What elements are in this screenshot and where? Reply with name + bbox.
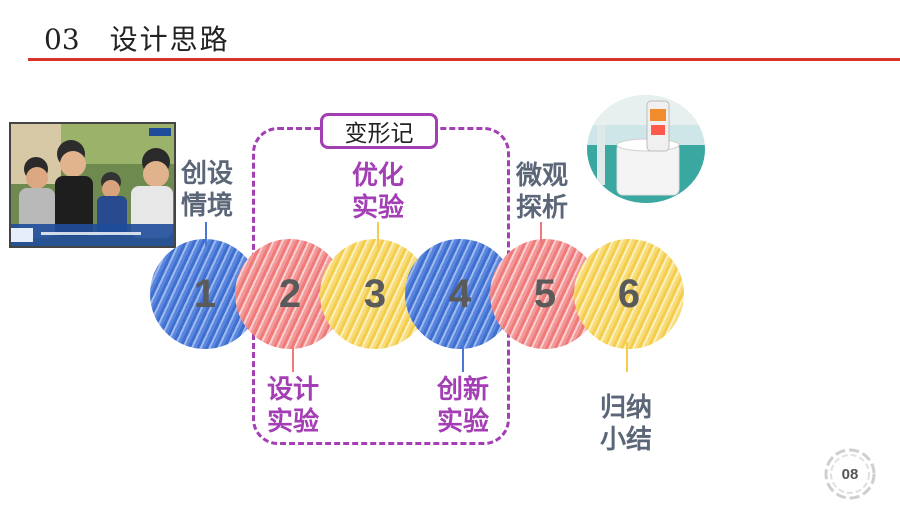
students-photo	[9, 122, 176, 248]
page-number: 08	[841, 465, 859, 483]
connector-1	[205, 222, 207, 246]
step-label-line: 创设	[180, 159, 233, 189]
connector-2	[292, 342, 294, 372]
page-number-badge: 08	[820, 446, 880, 502]
step-label-line: 实验	[266, 407, 319, 437]
step-label-2: 设计 实验	[258, 374, 328, 438]
step-number: 6	[617, 271, 641, 316]
step-label-line: 探析	[515, 193, 568, 223]
step-label-line: 优化	[351, 161, 404, 191]
swirl-ring-icon	[824, 448, 876, 500]
step-number: 4	[448, 271, 472, 316]
step-label-line: 小结	[599, 425, 652, 455]
connector-3	[377, 222, 379, 248]
step-label-4: 创新 实验	[428, 374, 498, 438]
step-label-line: 设计	[266, 375, 319, 405]
step-label-6: 归纳 小结	[591, 392, 661, 456]
connector-4	[462, 342, 464, 372]
experiment-photo	[587, 95, 705, 203]
connector-6	[626, 342, 628, 372]
step-number: 5	[533, 271, 557, 316]
students-photo-image	[11, 124, 174, 246]
step-label-line: 微观	[515, 161, 568, 191]
step-label-5: 微观 探析	[507, 160, 577, 224]
section-number: 03	[44, 23, 80, 56]
step-label-3: 优化 实验	[343, 160, 413, 224]
step-label-line: 创新	[436, 375, 489, 405]
header-divider	[28, 58, 900, 61]
step-label-line: 归纳	[599, 393, 652, 423]
group-label: 变形记	[320, 113, 438, 149]
step-circle-6: 6	[574, 239, 684, 349]
slide-header: 03 设计思路	[44, 18, 230, 58]
step-label-1: 创设 情境	[172, 158, 242, 222]
connector-5	[540, 222, 542, 248]
step-circle-5: 5	[490, 239, 600, 349]
step-label-line: 情境	[180, 191, 233, 221]
step-number: 1	[193, 271, 217, 316]
section-title: 设计思路	[109, 23, 230, 56]
step-label-line: 实验	[436, 407, 489, 437]
step-number: 3	[363, 271, 387, 316]
step-label-line: 实验	[351, 193, 404, 223]
step-number: 2	[278, 271, 302, 316]
experiment-photo-image	[587, 95, 705, 203]
